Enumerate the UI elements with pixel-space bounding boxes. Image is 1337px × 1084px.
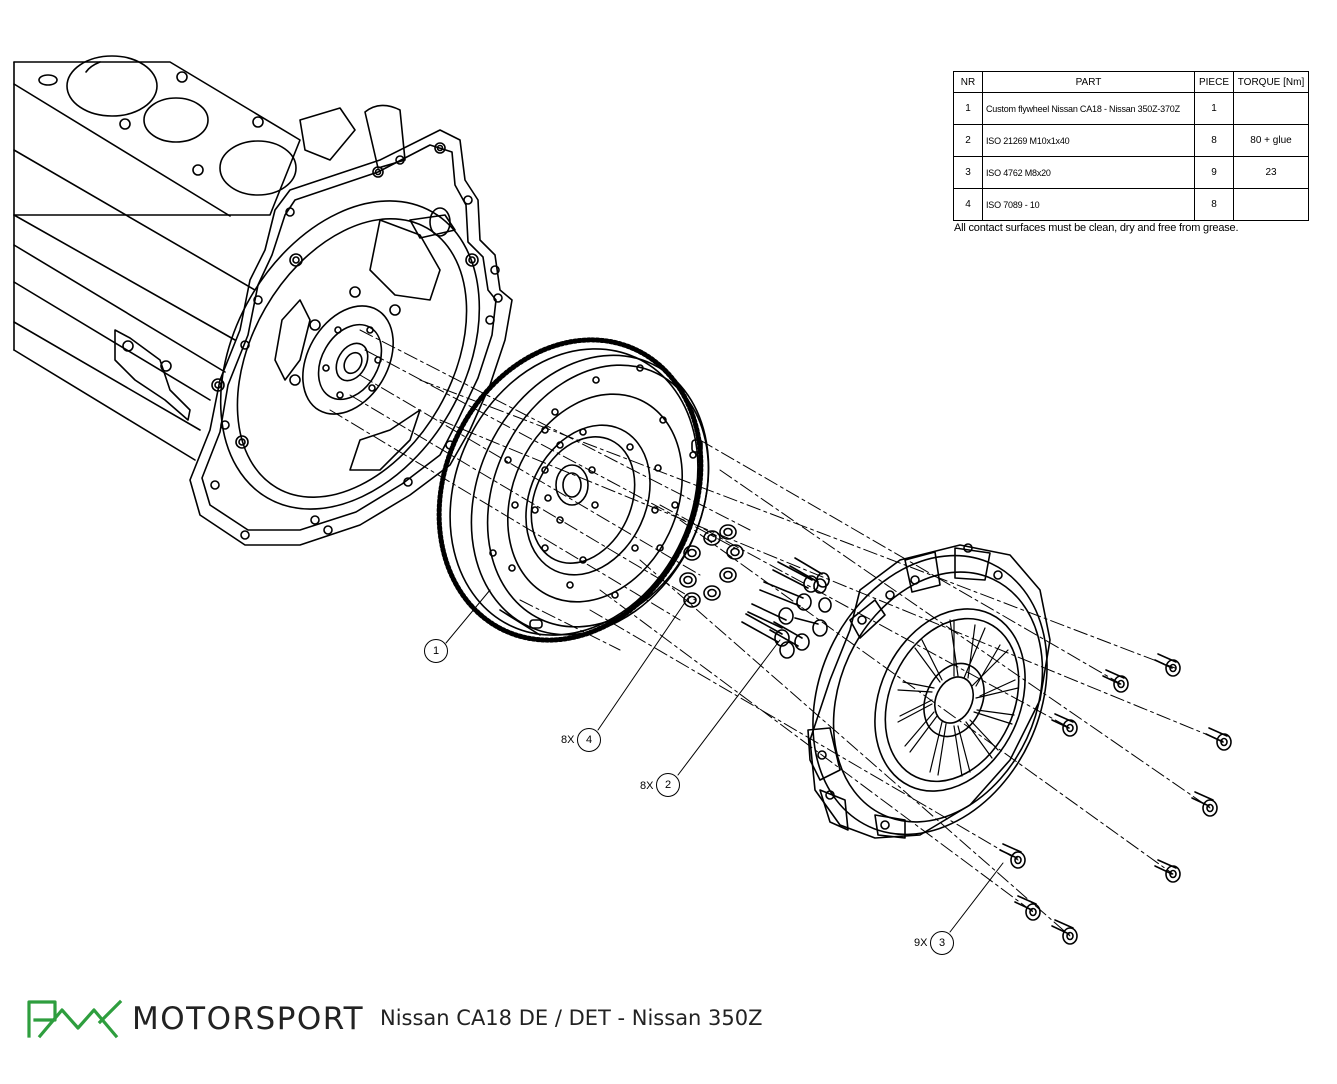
header-nr: NR bbox=[953, 71, 983, 93]
bellhousing-adapter bbox=[189, 104, 513, 546]
row-part: ISO 4762 M8x20 bbox=[982, 156, 1195, 189]
washers bbox=[679, 524, 744, 608]
brand-wordmark: MOTORSPORT bbox=[132, 1001, 365, 1037]
flywheel-bolts bbox=[741, 557, 832, 659]
brand-logo: MOTORSPORT bbox=[28, 998, 364, 1040]
header-part: PART bbox=[982, 71, 1195, 93]
engine-block bbox=[13, 55, 301, 461]
assembly-axis-lines bbox=[329, 329, 1226, 937]
table-row: 3 ISO 4762 M8x20 9 23 bbox=[953, 156, 1309, 189]
row-piece: 8 bbox=[1194, 188, 1234, 221]
callout-qty-2: 8X bbox=[640, 780, 654, 792]
row-torque: 80 + glue bbox=[1233, 124, 1309, 157]
callout-balloon-2: 2 bbox=[656, 773, 680, 797]
callout-balloon-1: 1 bbox=[424, 639, 448, 663]
parts-list-table: NR PART PIECE TORQUE [Nm] 1 Custom flywh… bbox=[953, 71, 1309, 221]
row-torque: 23 bbox=[1233, 156, 1309, 189]
row-piece: 1 bbox=[1194, 92, 1234, 125]
row-nr: 4 bbox=[953, 188, 983, 221]
callout-qty-4: 8X bbox=[561, 734, 575, 746]
table-header-row: NR PART PIECE TORQUE [Nm] bbox=[953, 71, 1309, 93]
row-torque bbox=[1233, 92, 1309, 125]
header-piece: PIECE bbox=[1194, 71, 1234, 93]
flywheel bbox=[436, 337, 710, 643]
row-nr: 1 bbox=[953, 92, 983, 125]
pmc-logo-icon bbox=[27, 999, 123, 1039]
table-row: 1 Custom flywheel Nissan CA18 - Nissan 3… bbox=[953, 92, 1309, 125]
callout-balloon-3: 3 bbox=[930, 931, 954, 955]
clutch-pressure-plate bbox=[807, 543, 1051, 839]
assembly-note: All contact surfaces must be clean, dry … bbox=[954, 222, 1239, 234]
table-row: 4 ISO 7089 - 10 8 bbox=[953, 188, 1309, 221]
header-torque: TORQUE [Nm] bbox=[1233, 71, 1309, 93]
document-title: Nissan CA18 DE / DET - Nissan 350Z bbox=[380, 1006, 763, 1030]
row-piece: 9 bbox=[1194, 156, 1234, 189]
row-nr: 3 bbox=[953, 156, 983, 189]
row-part: ISO 21269 M10x1x40 bbox=[982, 124, 1195, 157]
row-part: Custom flywheel Nissan CA18 - Nissan 350… bbox=[982, 92, 1195, 125]
row-part: ISO 7089 - 10 bbox=[982, 188, 1195, 221]
callout-leaders bbox=[445, 589, 1004, 933]
row-nr: 2 bbox=[953, 124, 983, 157]
table-row: 2 ISO 21269 M10x1x40 8 80 + glue bbox=[953, 124, 1309, 157]
callout-balloon-4: 4 bbox=[577, 728, 601, 752]
callout-qty-3: 9X bbox=[914, 937, 928, 949]
row-torque bbox=[1233, 188, 1309, 221]
pressure-plate-bolts bbox=[999, 653, 1232, 945]
row-piece: 8 bbox=[1194, 124, 1234, 157]
